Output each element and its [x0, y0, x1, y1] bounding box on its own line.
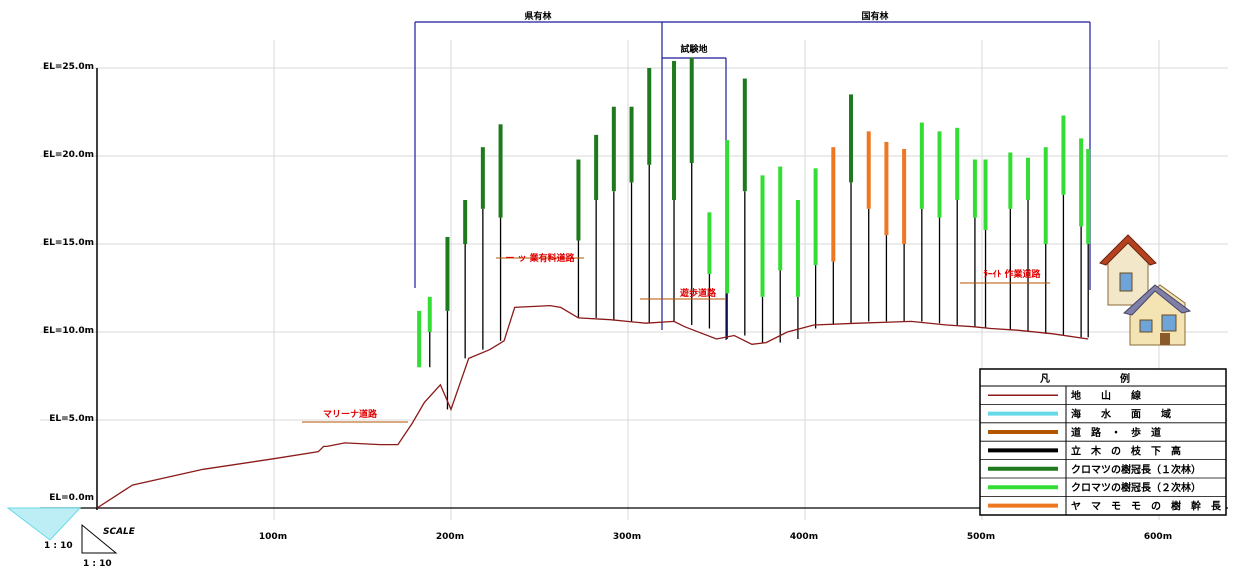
- distance-label-400: 400m: [790, 532, 818, 542]
- tree-crown-pine-1st: [689, 57, 694, 164]
- distance-label-200: 200m: [436, 532, 464, 542]
- tree-crown-pine-2nd: [1026, 157, 1031, 200]
- scale-triangle: [81, 523, 118, 554]
- distance-label-100: 100m: [259, 532, 287, 542]
- legend: 凡 例 地 山 線海 水 面 域道 路 ・ 歩 道立 木 の 枝 下 高クロマツ…: [979, 368, 1227, 516]
- legend-label: クロマツの樹冠長（１次林）: [1071, 463, 1201, 476]
- tree-crown-pine-2nd: [1086, 148, 1091, 244]
- tree-crown-pine-1st: [742, 78, 747, 192]
- tree-crown-pine-2nd: [725, 140, 730, 294]
- legend-label: 地 山 線: [1071, 389, 1141, 402]
- tree-crown-yamamomo: [902, 148, 907, 244]
- tree-crown-pine-2nd: [972, 159, 977, 218]
- test-site-label: 試験地: [680, 43, 707, 55]
- legend-header-2: 例: [1120, 372, 1130, 385]
- sea-area: [6, 507, 82, 541]
- house-icon: [1099, 234, 1192, 346]
- legend-header-1: 凡: [1040, 373, 1050, 385]
- elevation-label-20: EL=20.0m: [43, 150, 94, 160]
- tree-crown-pine-1st: [594, 134, 599, 200]
- tree-crown-pine-2nd: [778, 166, 783, 271]
- tree-crown-pine-2nd: [1043, 147, 1048, 244]
- tree-crown-pine-1st: [849, 94, 854, 183]
- elevation-label-15: EL=15.0m: [43, 238, 94, 248]
- legend-box: [979, 368, 1227, 516]
- distance-label-600: 600m: [1144, 532, 1172, 542]
- tree-crown-pine-2nd: [795, 200, 800, 297]
- trees: [417, 57, 1091, 410]
- tree-crown-pine-2nd: [1008, 152, 1013, 209]
- tree-crown-pine-2nd: [760, 175, 765, 297]
- tree-crown-yamamomo: [831, 147, 836, 262]
- legend-label: クロマツの樹冠長（２次林）: [1071, 481, 1201, 494]
- legend-label: 海 水 面 域: [1071, 408, 1171, 421]
- legend-rows: 地 山 線海 水 面 域道 路 ・ 歩 道立 木 の 枝 下 高クロマツの樹冠長…: [980, 389, 1226, 513]
- distance-label-300: 300m: [613, 532, 641, 542]
- toll-road-label: ー ッ 業有料道路: [505, 252, 575, 264]
- elevation-label-5: EL=5.0m: [49, 414, 94, 424]
- tree-crown-pine-1st: [672, 60, 677, 201]
- marina-road-label: マリーナ道路: [323, 408, 378, 420]
- region-brackets: 県有林 国有林 試験地: [414, 10, 1091, 340]
- tree-crown-pine-2nd: [813, 168, 818, 266]
- tree-crown-yamamomo: [884, 141, 889, 236]
- distance-label-500: 500m: [967, 532, 995, 542]
- distance-labels: 100m 200m 300m 400m 500m 600m: [259, 532, 1172, 542]
- sideroad-label: ﾗｰｲﾄ 作業道路: [983, 268, 1041, 280]
- scale-horizontal-ratio: 1 : 10: [83, 559, 112, 569]
- tree-crown-pine-2nd: [955, 127, 960, 200]
- elevation-label-25: EL=25.0m: [43, 62, 94, 72]
- tree-crown-pine-2nd: [1079, 138, 1084, 227]
- scale-indicator: SCALE 1 : 10 1 : 10: [44, 523, 136, 569]
- tree-crown-pine-1st: [629, 106, 634, 183]
- tree-crown-pine-1st: [611, 106, 616, 192]
- tree-crown-pine-2nd: [983, 159, 988, 230]
- tree-crown-pine-1st: [445, 236, 450, 311]
- legend-label: 道 路 ・ 歩 道: [1071, 426, 1161, 439]
- scale-vertical-ratio: 1 : 10: [44, 541, 73, 551]
- tree-crown-pine-2nd: [1061, 115, 1066, 195]
- prefectural-forest-label: 県有林: [524, 10, 552, 22]
- elevation-label-0: EL=0.0m: [49, 493, 94, 503]
- scale-title: SCALE: [103, 527, 136, 537]
- tree-crown-pine-1st: [463, 200, 468, 244]
- elevation-labels: EL=25.0m EL=20.0m EL=15.0m EL=10.0m EL=5…: [43, 62, 94, 503]
- tree-crown-pine-1st: [576, 159, 581, 241]
- tree-crown-pine-2nd: [937, 131, 942, 218]
- tree-crown-pine-2nd: [707, 212, 712, 274]
- tree-crown-yamamomo: [866, 131, 871, 209]
- tree-crown-pine-1st: [647, 68, 652, 165]
- walk-road-label: 遊歩道路: [680, 287, 717, 299]
- legend-label: 立 木 の 枝 下 高: [1071, 444, 1181, 457]
- tree-crown-pine-2nd: [417, 310, 422, 368]
- elevation-label-10: EL=10.0m: [43, 326, 94, 336]
- tree-crown-pine-2nd: [919, 122, 924, 209]
- tree-crown-pine-1st: [480, 147, 485, 209]
- road-annotations: マリーナ道路 ー ッ 業有料道路 遊歩道路 ﾗｰｲﾄ 作業道路: [302, 252, 1050, 423]
- legend-label: ヤ マ モ モ の 樹 幹 長: [1071, 500, 1222, 513]
- tree-crown-pine-1st: [498, 124, 503, 218]
- terrain-line: [96, 304, 1089, 509]
- national-forest-label: 国有林: [861, 10, 889, 22]
- tree-crown-pine-2nd: [427, 296, 432, 332]
